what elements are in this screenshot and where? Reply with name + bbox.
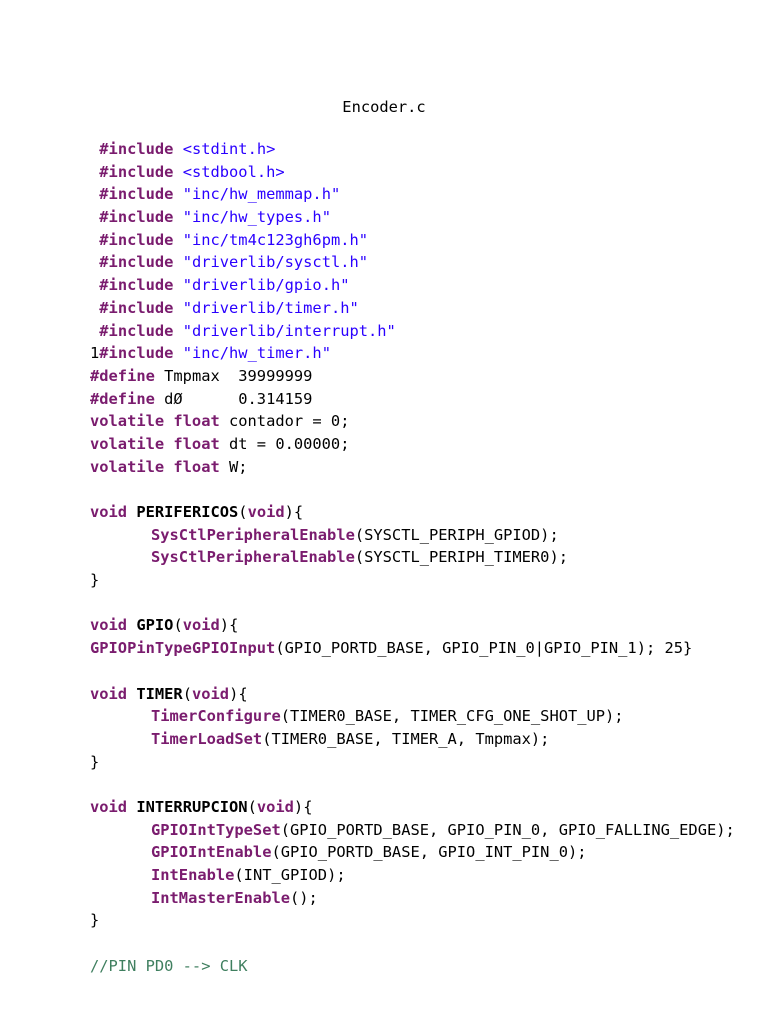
function-call: SysCtlPeripheralEnable(SYSCTL_PERIPH_TIM… bbox=[90, 546, 768, 569]
function-name: INTERRUPCION bbox=[136, 797, 248, 816]
call-name: TimerLoadSet bbox=[151, 729, 263, 748]
include-path: "inc/tm4c123gh6pm.h" bbox=[182, 230, 369, 249]
closing-brace: } bbox=[90, 571, 100, 590]
include-keyword: #include bbox=[99, 344, 174, 363]
include-path: "driverlib/sysctl.h" bbox=[182, 253, 369, 272]
include-keyword: #include bbox=[99, 276, 174, 295]
code-comment: //PIN PD0 --> CLK bbox=[90, 956, 248, 975]
variable-line: volatile float W; bbox=[90, 456, 768, 479]
include-path: "inc/hw_types.h" bbox=[182, 208, 331, 227]
function-call: GPIOIntEnable(GPIO_PORTD_BASE, GPIO_INT_… bbox=[90, 841, 768, 864]
variable-decl: contador = 0; bbox=[219, 412, 350, 431]
call-args: (SYSCTL_PERIPH_TIMER0); bbox=[354, 548, 568, 567]
define-line: #define Tmpmax 39999999 bbox=[90, 365, 768, 388]
include-keyword: #include bbox=[99, 253, 174, 272]
include-path: "driverlib/timer.h" bbox=[182, 298, 359, 317]
call-args: (SYSCTL_PERIPH_GPIOD); bbox=[354, 525, 559, 544]
function-signature: void GPIO(void){ bbox=[90, 616, 239, 635]
include-path: "inc/hw_memmap.h" bbox=[182, 185, 341, 204]
file-name: Encoder.c bbox=[342, 98, 426, 116]
include-keyword: #include bbox=[99, 298, 174, 317]
function-call: IntEnable(INT_GPIOD); bbox=[90, 864, 768, 887]
function-call: IntMasterEnable(); bbox=[90, 887, 768, 910]
call-args: (); bbox=[290, 888, 318, 907]
call-name: SysCtlPeripheralEnable bbox=[151, 525, 355, 544]
include-line: 1#include "inc/hw_timer.h" bbox=[90, 344, 331, 363]
function-name: TIMER bbox=[136, 684, 183, 703]
function-signature: void TIMER(void){ bbox=[90, 684, 248, 703]
include-line: #include "driverlib/sysctl.h" bbox=[90, 251, 768, 274]
define-line: #define dØ 0.314159 bbox=[90, 388, 768, 411]
variable-line: volatile float contador = 0; bbox=[90, 410, 768, 433]
include-path: "inc/hw_timer.h" bbox=[182, 344, 331, 363]
include-keyword: #include bbox=[99, 162, 174, 181]
define-keyword: #define bbox=[90, 366, 155, 385]
define-body: Tmpmax 39999999 bbox=[154, 366, 313, 385]
closing-brace: } bbox=[90, 752, 100, 771]
include-keyword: #include bbox=[99, 208, 174, 227]
call-name: TimerConfigure bbox=[151, 707, 281, 726]
include-line: #include <stdint.h> bbox=[90, 138, 768, 161]
type-keyword: volatile float bbox=[90, 412, 220, 431]
include-line: #include "inc/tm4c123gh6pm.h" bbox=[90, 229, 768, 252]
include-line: #include "inc/hw_types.h" bbox=[90, 206, 768, 229]
call-args: (GPIO_PORTD_BASE, GPIO_PIN_0, GPIO_FALLI… bbox=[280, 820, 735, 839]
include-keyword: #include bbox=[99, 321, 174, 340]
function-call: TimerConfigure(TIMER0_BASE, TIMER_CFG_ON… bbox=[90, 705, 768, 728]
include-path: "driverlib/gpio.h" bbox=[182, 276, 350, 295]
function-call: TimerLoadSet(TIMER0_BASE, TIMER_A, Tmpma… bbox=[90, 728, 768, 751]
function-name: GPIO bbox=[136, 616, 174, 635]
call-name: GPIOIntTypeSet bbox=[151, 820, 281, 839]
include-line: #include "driverlib/gpio.h" bbox=[90, 274, 768, 297]
include-keyword: #include bbox=[99, 230, 174, 249]
type-keyword: volatile float bbox=[90, 434, 220, 453]
include-line: #include "driverlib/interrupt.h" bbox=[90, 320, 768, 343]
call-name: GPIOPinTypeGPIOInput bbox=[90, 639, 276, 658]
include-path: <stdbool.h> bbox=[182, 162, 285, 181]
function-call: SysCtlPeripheralEnable(SYSCTL_PERIPH_GPI… bbox=[90, 524, 768, 547]
call-args: (TIMER0_BASE, TIMER_A, Tmpmax); bbox=[262, 729, 550, 748]
call-args: (GPIO_PORTD_BASE, GPIO_PIN_0|GPIO_PIN_1)… bbox=[275, 639, 693, 658]
include-line: #include <stdbool.h> bbox=[90, 161, 768, 184]
closing-brace: } bbox=[90, 911, 100, 930]
call-args: (INT_GPIOD); bbox=[234, 866, 346, 884]
include-path: <stdint.h> bbox=[182, 140, 276, 158]
include-keyword: #include bbox=[99, 140, 174, 158]
define-body: dØ 0.314159 bbox=[154, 389, 313, 408]
include-line: #include "inc/hw_memmap.h" bbox=[90, 183, 768, 206]
include-line: #include "driverlib/timer.h" bbox=[90, 297, 768, 320]
define-keyword: #define bbox=[90, 389, 155, 408]
document-title: Encoder.c bbox=[0, 96, 768, 118]
call-name: IntMasterEnable bbox=[151, 888, 290, 907]
function-signature: void INTERRUPCION(void){ bbox=[90, 797, 313, 816]
variable-line: volatile float dt = 0.00000; bbox=[90, 433, 768, 456]
call-args: (GPIO_PORTD_BASE, GPIO_INT_PIN_0); bbox=[271, 843, 587, 862]
function-name: PERIFERICOS bbox=[136, 503, 239, 521]
call-name: SysCtlPeripheralEnable bbox=[151, 548, 355, 567]
variable-decl: W; bbox=[219, 457, 248, 476]
call-args: (TIMER0_BASE, TIMER_CFG_ONE_SHOT_UP); bbox=[280, 707, 624, 726]
function-call: GPIOIntTypeSet(GPIO_PORTD_BASE, GPIO_PIN… bbox=[90, 819, 768, 842]
call-name: IntEnable bbox=[151, 866, 235, 884]
code-block: #include <stdint.h> #include <stdbool.h>… bbox=[90, 138, 768, 977]
include-keyword: #include bbox=[99, 185, 174, 204]
function-call: GPIOPinTypeGPIOInput(GPIO_PORTD_BASE, GP… bbox=[90, 637, 768, 660]
function-signature: void PERIFERICOS(void){ bbox=[90, 503, 304, 521]
include-path: "driverlib/interrupt.h" bbox=[182, 321, 396, 340]
type-keyword: volatile float bbox=[90, 457, 220, 476]
variable-decl: dt = 0.00000; bbox=[219, 434, 350, 453]
call-name: GPIOIntEnable bbox=[151, 843, 272, 862]
